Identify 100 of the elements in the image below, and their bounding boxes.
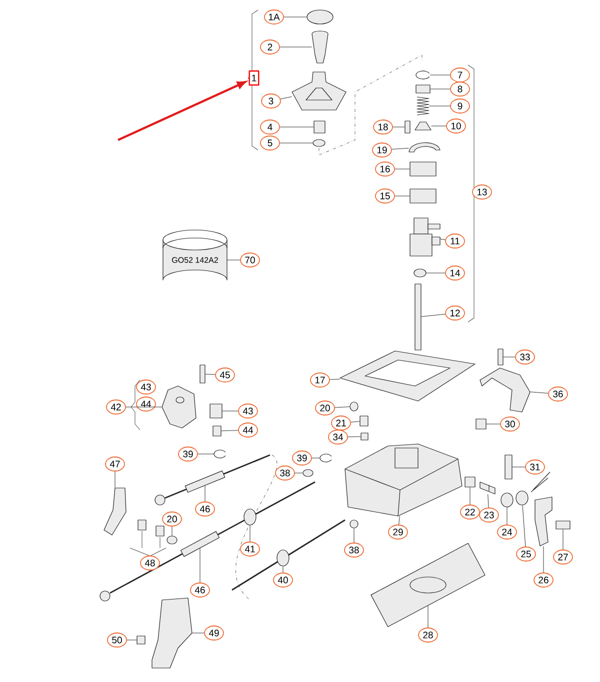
leader-line <box>543 546 544 573</box>
cable-sleeve <box>184 470 226 493</box>
leader-line <box>192 632 204 634</box>
leader-line <box>114 471 116 488</box>
spring <box>416 96 430 116</box>
callout-number: 1A <box>264 10 284 24</box>
washer <box>212 426 222 436</box>
gear-knob <box>312 30 328 64</box>
callout-number: 36 <box>548 386 568 402</box>
screw <box>556 520 570 530</box>
callout-number: 43 <box>238 404 258 418</box>
cone-seat <box>414 122 432 130</box>
callout-number: 31 <box>525 460 545 474</box>
callout-number: 47 <box>105 456 125 472</box>
cap <box>476 418 486 430</box>
seal <box>302 469 314 477</box>
lever-housing <box>410 218 440 256</box>
callout-number: 48 <box>140 556 160 570</box>
cable-sleeve <box>180 531 220 557</box>
adjuster <box>276 550 290 566</box>
callout-number: 30 <box>500 416 520 432</box>
callout-number: 45 <box>215 368 235 382</box>
leader-line <box>350 421 360 422</box>
nut <box>136 636 146 644</box>
leader-line <box>503 356 516 358</box>
leader-line <box>506 507 508 525</box>
selector-housing <box>344 444 462 516</box>
leader-line <box>430 88 450 90</box>
leader-line <box>330 378 340 380</box>
callout-number: 43 <box>136 380 156 394</box>
spring <box>500 492 514 508</box>
callout-number: 50 <box>107 632 127 648</box>
callout-number: 33 <box>515 350 535 364</box>
leader-line <box>205 374 216 375</box>
callout-number: 44 <box>136 396 156 412</box>
clip <box>320 454 332 462</box>
knob-cap <box>306 10 334 24</box>
callout-number: 39 <box>178 446 198 462</box>
bushing <box>314 120 326 134</box>
callout-number: 3 <box>261 94 281 108</box>
callout-number: 49 <box>204 626 224 640</box>
callout-number: 22 <box>460 504 480 520</box>
cylinder: GO52 142A2 <box>162 230 228 280</box>
seal <box>350 520 358 528</box>
callout-number: 7 <box>450 68 470 82</box>
bolt <box>200 364 206 384</box>
leader-line <box>421 314 446 317</box>
callout-number: 26 <box>534 572 554 588</box>
leader-line <box>204 485 206 502</box>
leader-line <box>280 96 292 100</box>
mounting-bracket <box>162 386 196 428</box>
shift-lever <box>104 488 126 536</box>
callout-number: 4 <box>260 120 280 134</box>
clip <box>416 70 430 80</box>
leader-line <box>348 436 361 438</box>
leader-line <box>512 466 526 468</box>
callout-number: 15 <box>375 188 395 204</box>
leader-line <box>280 126 314 128</box>
leader-line <box>562 529 564 550</box>
callout-number: 42 <box>106 400 126 414</box>
callout-number: 5 <box>260 136 280 150</box>
callout-number: 46 <box>195 502 215 516</box>
callout-number: 19 <box>372 142 392 158</box>
seal <box>350 402 358 412</box>
callout-number: 16 <box>375 162 395 176</box>
leader-line <box>392 126 405 128</box>
leader-line <box>222 410 238 412</box>
callout-number: 14 <box>445 266 465 280</box>
ring <box>414 268 426 278</box>
callout-number: 24 <box>497 524 517 540</box>
callout-number: 39 <box>292 450 312 466</box>
ring <box>312 139 326 147</box>
callout-number: 38 <box>275 466 295 480</box>
callout-number: 18 <box>373 120 393 134</box>
callout-number: 20 <box>162 512 182 526</box>
leader-line <box>294 472 303 474</box>
leader-line <box>280 46 312 48</box>
callout-number: 21 <box>331 416 351 430</box>
seal <box>166 536 178 544</box>
rod <box>414 284 422 350</box>
arrow <box>118 81 246 141</box>
callout-number: 40 <box>273 572 293 588</box>
callout-number: 25 <box>516 546 536 562</box>
callout-number: 38 <box>344 542 364 558</box>
callout-number: 17 <box>310 372 330 388</box>
callout-number: 12 <box>445 306 465 320</box>
callout-number: 27 <box>553 550 573 564</box>
cap <box>416 84 430 94</box>
pin <box>404 120 410 134</box>
bolt <box>504 454 512 480</box>
adjuster <box>244 508 256 526</box>
callout-number: 8 <box>450 82 470 96</box>
bushing <box>210 404 222 418</box>
leader-line <box>221 430 238 432</box>
callout-number: 70 <box>240 252 260 268</box>
guide-plate <box>408 142 440 152</box>
leader-line <box>522 505 526 547</box>
shift-boot <box>292 72 346 110</box>
spring <box>516 490 528 506</box>
leader-line <box>392 148 410 150</box>
